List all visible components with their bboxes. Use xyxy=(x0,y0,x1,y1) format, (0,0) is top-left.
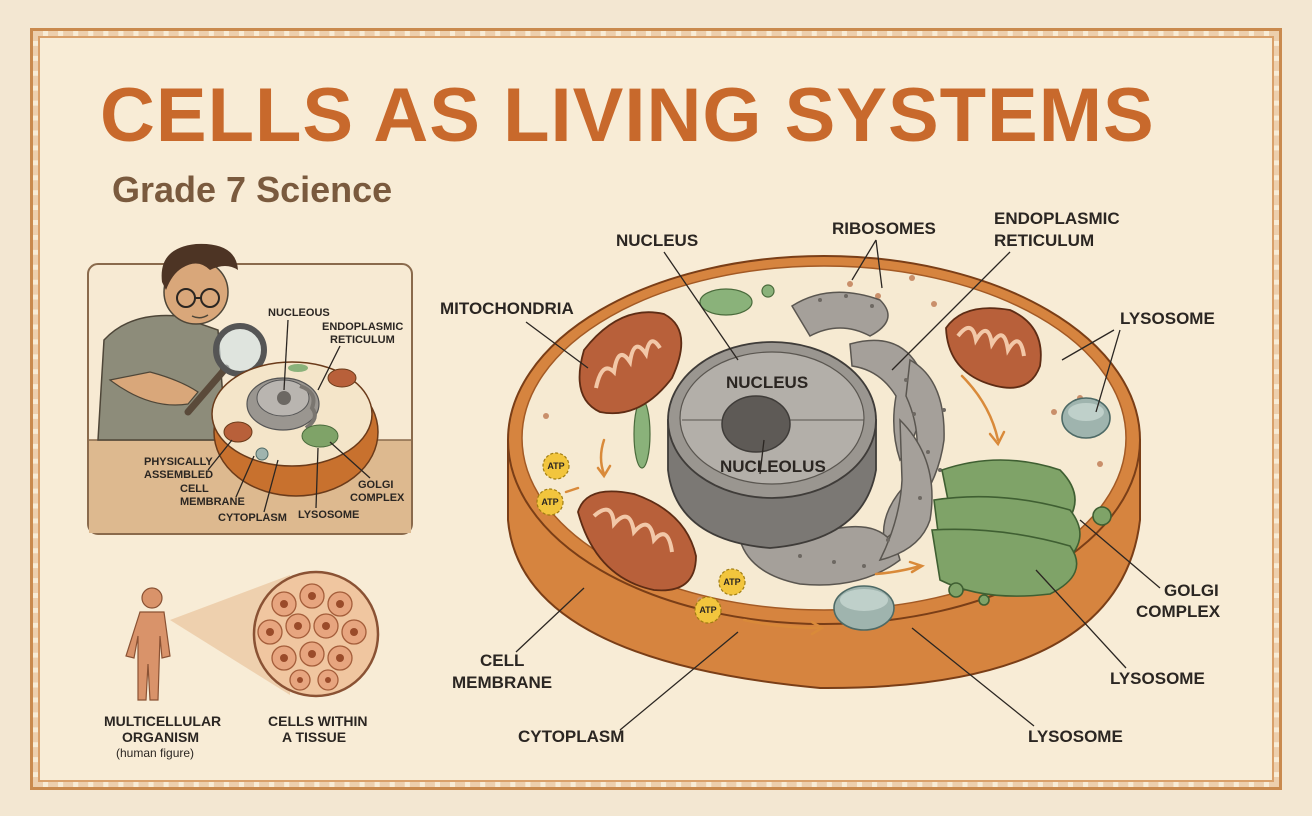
inset-cell xyxy=(211,361,379,497)
student-hair xyxy=(161,243,238,290)
label-lysosome-bottom: LYSOSOME xyxy=(1028,727,1123,746)
organism-label-1: MULTICELLULAR xyxy=(104,713,221,729)
label-lysosome-top: LYSOSOME xyxy=(1120,309,1215,328)
tissue-cells xyxy=(252,570,380,698)
main-leader-lines xyxy=(515,239,1161,731)
atp-icon-3: ATP xyxy=(718,568,746,596)
label-cytoplasm: CYTOPLASM xyxy=(518,727,624,746)
label-mitochondria: MITOCHONDRIA xyxy=(440,299,574,318)
label-nucleus-top: NUCLEUS xyxy=(616,231,698,250)
inset-mitochondria-right xyxy=(327,368,357,388)
svg-text:ATP: ATP xyxy=(723,577,740,587)
inset-label-golgi-1: GOLGI xyxy=(358,479,393,491)
golgi-complex xyxy=(931,459,1112,606)
inset-leader-lines xyxy=(207,319,371,513)
mitochondria-top-left xyxy=(578,311,683,415)
label-ribosomes: RIBOSOMES xyxy=(832,219,936,238)
main-cell-labels: NUCLEUS RIBOSOMES ENDOPLASMIC RETICULUM … xyxy=(440,209,1221,746)
inset-label-assembled-2: ASSEMBLED xyxy=(144,469,213,481)
svg-text:ATP: ATP xyxy=(547,461,564,471)
mitochondria-top-right xyxy=(945,307,1042,389)
label-nucleus-inner: NUCLEUS xyxy=(726,373,808,392)
atp-icon-4: ATP xyxy=(694,596,722,624)
nucleus xyxy=(667,341,877,549)
poster-title: CELLS AS LIVING SYSTEMS xyxy=(100,73,1155,158)
inset-label-er-2: RETICULUM xyxy=(330,334,395,346)
label-membrane-2: MEMBRANE xyxy=(452,673,552,692)
endoplasmic-reticulum xyxy=(739,291,945,586)
label-er-1: ENDOPLASMIC xyxy=(994,209,1120,228)
poster-subtitle: Grade 7 Science xyxy=(112,169,393,210)
nucleolus xyxy=(721,395,791,453)
poster-frame-inner xyxy=(38,36,1274,782)
lysosome-bottom xyxy=(833,585,895,631)
tissue-label-2: A TISSUE xyxy=(282,729,346,745)
inset-label-cytoplasm: CYTOPLASM xyxy=(218,512,287,524)
label-er-2: RETICULUM xyxy=(994,231,1094,250)
inset-label-lysosome: LYSOSOME xyxy=(298,509,359,521)
label-nucleolus: NUCLEOLUS xyxy=(720,457,826,476)
lysosome-right xyxy=(1061,397,1111,439)
student-arm xyxy=(108,371,199,406)
atp-icon-2: ATP xyxy=(536,488,564,516)
flow-arrows xyxy=(564,374,1006,636)
poster-frame-dashes xyxy=(33,31,1279,787)
label-golgi-1: GOLGI xyxy=(1164,581,1219,600)
label-lysosome-right: LYSOSOME xyxy=(1110,669,1205,688)
inset-label-golgi-2: COMPLEX xyxy=(350,492,405,504)
atp-molecules: ATP ATP ATP ATP xyxy=(536,452,746,624)
svg-text:ATP: ATP xyxy=(699,605,716,615)
atp-icon-1: ATP xyxy=(542,452,570,480)
inset-scene: NUCLEOUS ENDOPLASMIC RETICULUM PHYSICALL… xyxy=(87,243,413,535)
inset-label-assembled-1: PHYSICALLY xyxy=(144,456,213,468)
vesicles xyxy=(633,284,775,469)
tissue-label-1: CELLS WITHIN xyxy=(268,713,368,729)
human-figure-icon xyxy=(125,587,171,701)
inset-label-membrane-1: CELL xyxy=(180,483,209,495)
label-golgi-2: COMPLEX xyxy=(1136,602,1221,621)
inset-mitochondria-left xyxy=(223,421,253,443)
mitochondria-bottom-left xyxy=(577,490,697,592)
inset-label-nucleus: NUCLEOUS xyxy=(268,307,330,319)
organism-label-note: (human figure) xyxy=(116,746,194,760)
label-membrane-1: CELL xyxy=(480,651,524,670)
inset-label-er-1: ENDOPLASMIC xyxy=(322,321,403,333)
inset-label-membrane-2: MEMBRANE xyxy=(180,496,245,508)
organism-label-2: ORGANISM xyxy=(122,729,199,745)
inset-golgi xyxy=(301,424,339,448)
inset-lysosome xyxy=(255,447,269,461)
svg-text:ATP: ATP xyxy=(541,497,558,507)
main-cell: ATP ATP ATP ATP xyxy=(507,255,1141,690)
organism-section: MULTICELLULAR ORGANISM (human figure) CE… xyxy=(104,570,380,760)
